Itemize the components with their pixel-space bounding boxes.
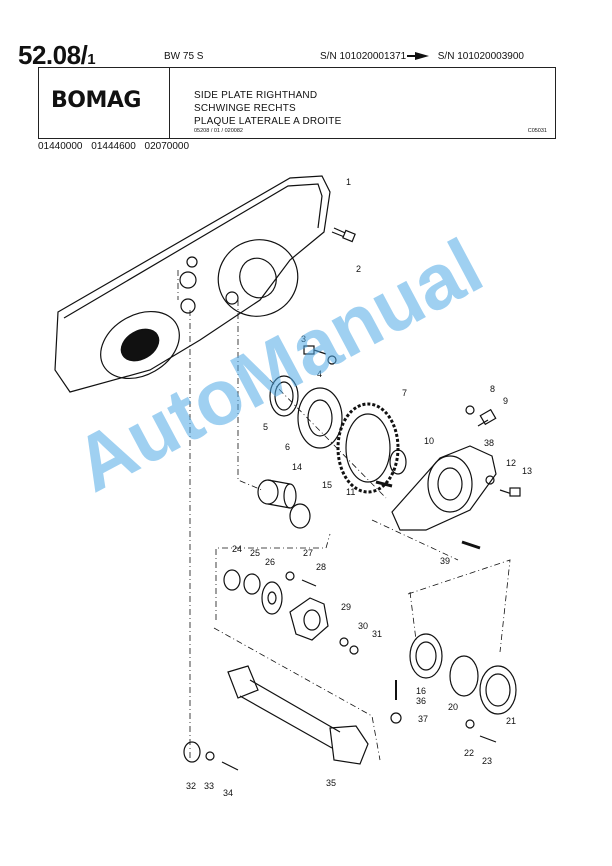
nut-38 (390, 712, 402, 724)
cover-39 (391, 445, 497, 531)
callout-20: 16 (416, 686, 426, 696)
callout-24: 23 (482, 756, 492, 766)
hub-6 (297, 387, 343, 449)
bolt-2 (331, 227, 356, 243)
title-english: SIDE PLATE RIGHTHAND (194, 90, 318, 101)
callout-40: 39 (440, 556, 450, 566)
ring-26 (243, 573, 261, 595)
serial-to: S/N 101020003900 (437, 51, 524, 62)
callout-36: 35 (326, 778, 336, 788)
gear-7 (336, 402, 400, 494)
bolt-3 (303, 345, 337, 365)
logo-cell: BOMAG (39, 68, 170, 138)
bolt-24 (479, 735, 497, 743)
bearing-16 (289, 503, 311, 529)
callout-22: 21 (506, 716, 516, 726)
title-block: BOMAG SIDE PLATE RIGHTHAND SCHWINGE RECH… (38, 67, 556, 139)
callout-7: 7 (402, 388, 407, 398)
callout-14: 13 (522, 466, 532, 476)
bearing-20 (409, 633, 443, 679)
side-plate (54, 175, 331, 393)
callout-13: 12 (506, 458, 516, 468)
callout-16: 15 (322, 480, 332, 490)
ring-25 (223, 569, 241, 591)
callout-26: 25 (250, 548, 260, 558)
callout-28: 27 (303, 548, 313, 558)
callout-3: 3 (301, 334, 306, 344)
callout-1: 1 (346, 177, 351, 187)
bomag-logo: BOMAG (51, 88, 141, 113)
callout-27: 26 (265, 557, 275, 567)
callout-2: 2 (356, 264, 361, 274)
bolt-9 (477, 408, 497, 427)
callout-4: 4 (317, 369, 322, 379)
seal-ring-5 (269, 375, 299, 417)
callouts: 1 2 3 4 5 6 7 8 9 10 11 12 13 14 15 16 2… (186, 177, 532, 798)
callout-35: 34 (223, 788, 233, 798)
callout-31: 30 (358, 621, 368, 631)
serial-range: S/N 101020001371 S/N 101020003900 (320, 51, 524, 62)
callout-38: 37 (418, 714, 428, 724)
washer-31 (339, 637, 349, 647)
bolt-14 (499, 487, 521, 497)
title-german: SCHWINGE RECHTS (194, 103, 296, 114)
callout-21: 20 (448, 702, 458, 712)
callout-32: 31 (372, 629, 382, 639)
bolt-29 (301, 579, 317, 587)
callout-9: 9 (503, 396, 508, 406)
callout-11: 11 (346, 487, 355, 497)
pinion-15 (257, 479, 297, 509)
callout-10: 10 (424, 436, 434, 446)
washer-23 (465, 719, 475, 729)
callout-29: 28 (316, 562, 326, 572)
assembly-part-numbers: 01440000 01444600 02070000 (38, 141, 190, 152)
callout-25: 24 (232, 544, 242, 554)
washer-34 (205, 751, 215, 761)
washer-13 (485, 475, 495, 485)
washer-28 (285, 571, 295, 581)
washer-8 (465, 405, 475, 415)
model-label: BW 75 S (164, 51, 204, 62)
callout-33: 32 (186, 781, 196, 791)
callout-15: 14 (292, 462, 302, 472)
ring-10 (389, 449, 407, 475)
exploded-parts-diagram: 1 2 3 4 5 6 7 8 9 10 11 12 13 14 15 16 2… (54, 175, 532, 798)
callout-6: 6 (285, 442, 290, 452)
pin-11 (375, 480, 393, 488)
callout-5: 5 (263, 422, 268, 432)
drawing-reference: 05208 / 01 / 020082 (194, 128, 243, 134)
coupling-30 (289, 597, 329, 641)
drive-shaft-36 (227, 665, 369, 765)
bolt-35 (221, 761, 239, 771)
drawing-code: C05031 (527, 128, 547, 134)
serial-from: S/N 101020001371 (320, 51, 407, 62)
callout-23: 22 (464, 748, 474, 758)
callout-34: 33 (204, 781, 214, 791)
page-number: 52.08/1 (18, 40, 96, 70)
callout-8: 8 (490, 384, 495, 394)
assembly-lines (177, 270, 511, 761)
flange-22 (479, 665, 517, 715)
flange-33 (183, 741, 201, 763)
callout-37: 36 (416, 696, 426, 706)
seal-21 (449, 655, 479, 697)
title-french: PLAQUE LATERALE A DROITE (194, 116, 342, 127)
stud-40 (461, 540, 481, 550)
callout-39: 38 (484, 438, 494, 448)
flange-27 (261, 581, 283, 615)
nut-32 (349, 645, 359, 655)
callout-30: 29 (341, 602, 351, 612)
arrow-right-icon (406, 52, 429, 61)
